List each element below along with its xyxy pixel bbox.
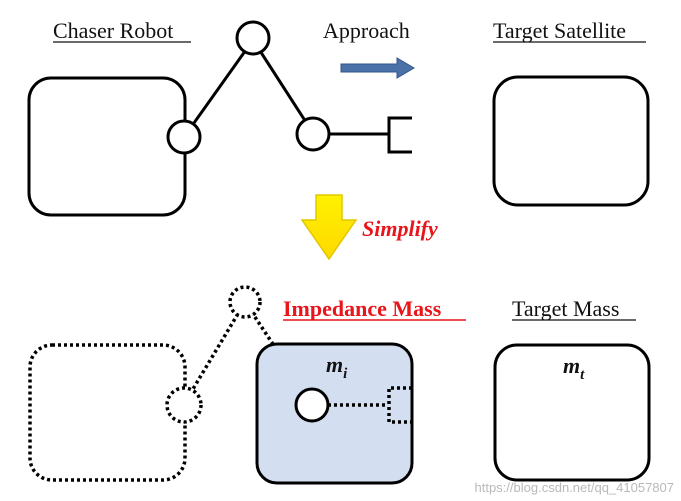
watermark-text: https://blog.csdn.net/qq_41057807 — [475, 480, 675, 495]
chaser-body — [27, 76, 187, 217]
approach-label: Approach — [323, 18, 410, 43]
impedance-mass-label: Impedance Mass — [283, 296, 442, 321]
chaser-link-1 — [182, 39, 255, 138]
chaser-link-2 — [251, 39, 315, 134]
chaser-robot-label: Chaser Robot — [53, 18, 173, 43]
dotted-joint-elbow — [228, 285, 262, 319]
target-mass-box — [493, 343, 651, 482]
simplify-label: Simplify — [362, 216, 438, 241]
dotted-link-1 — [182, 301, 247, 405]
dotted-gripper — [387, 386, 412, 424]
target-mass-symbol: mt — [563, 353, 585, 383]
chaser-joint-elbow — [235, 20, 271, 56]
chaser-joint-base — [166, 119, 202, 155]
dotted-chaser-body — [28, 343, 187, 482]
dotted-joint-base — [165, 386, 203, 424]
impedance-mass-box — [255, 342, 414, 485]
simplify-arrow-icon — [300, 194, 358, 261]
impedance-joint — [294, 387, 330, 423]
impedance-mass-symbol: mi — [326, 352, 348, 382]
target-satellite-label: Target Satellite — [493, 18, 626, 43]
target-satellite-body — [492, 75, 650, 207]
approach-arrow-icon — [340, 57, 415, 79]
target-mass-label: Target Mass — [512, 296, 619, 321]
chaser-gripper — [387, 116, 412, 154]
chaser-joint-wrist — [295, 116, 331, 152]
